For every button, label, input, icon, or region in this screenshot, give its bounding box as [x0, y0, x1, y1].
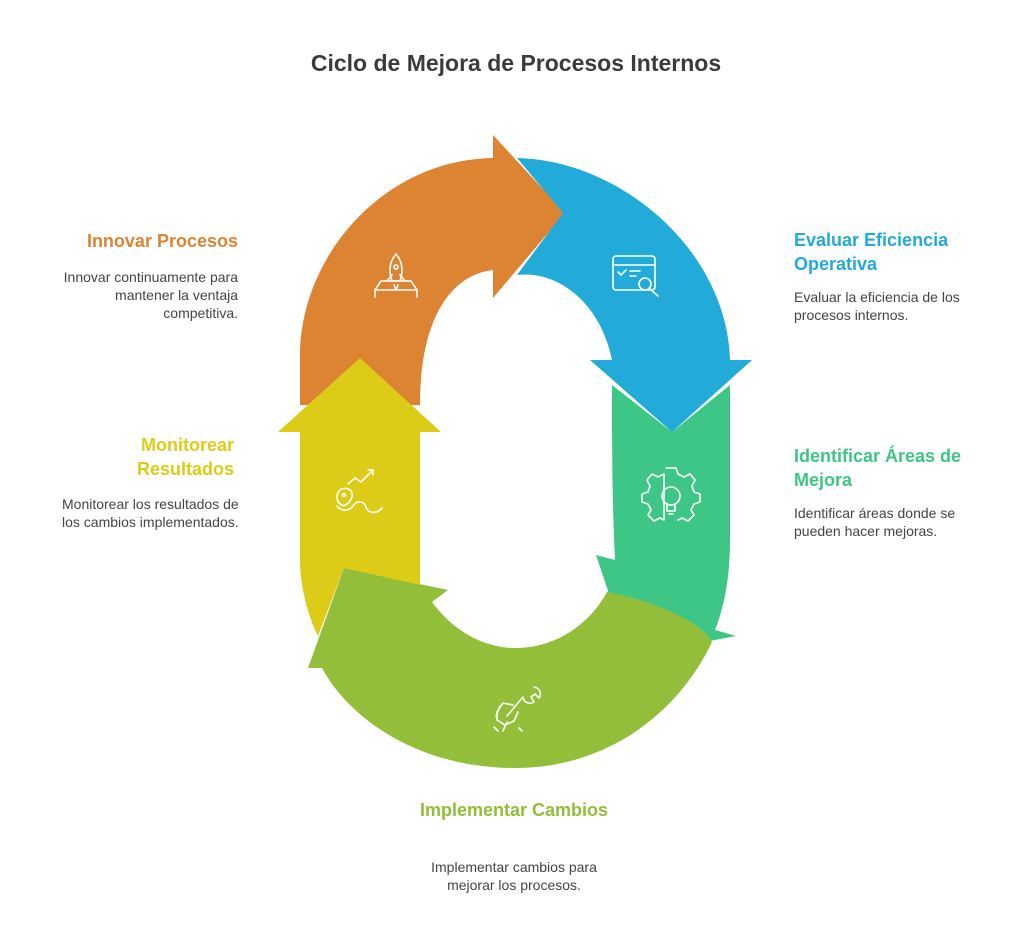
- arrow-innovar: [300, 135, 565, 405]
- implementar-description: Implementar cambios para mejorar los pro…: [431, 859, 597, 893]
- arrow-implementar: [308, 568, 712, 768]
- trend-map-icon: [336, 469, 383, 514]
- identificar-title: Identificar Áreas de Mejora: [794, 446, 962, 490]
- diagram-title: Ciclo de Mejora de Procesos Internos: [310, 50, 722, 76]
- arrow-evaluar: [517, 158, 752, 432]
- evaluar-description: Evaluar la eficiencia de los procesos in…: [794, 289, 960, 323]
- innovar-title: Innovar Procesos: [86, 231, 238, 251]
- rocket-launch-icon: [374, 253, 418, 298]
- implementar-title: Implementar Cambios: [419, 800, 609, 820]
- arrow-identificar: [596, 385, 736, 656]
- innovar-description: Innovar continuamente para mantener la v…: [63, 269, 238, 321]
- hand-wrench-icon: [493, 686, 542, 732]
- monitorear-description: Monitorear los resultados de los cambios…: [62, 496, 239, 530]
- gear-lightbulb-icon: [641, 467, 701, 522]
- arrow-monitorear: [278, 358, 441, 636]
- identificar-description: Identificar áreas donde se pueden hacer …: [794, 505, 956, 539]
- web-inspection-icon: [612, 255, 659, 297]
- evaluar-title: Evaluar Eficiencia Operativa: [794, 230, 949, 274]
- monitorear-title: Monitorear Resultados: [136, 435, 234, 479]
